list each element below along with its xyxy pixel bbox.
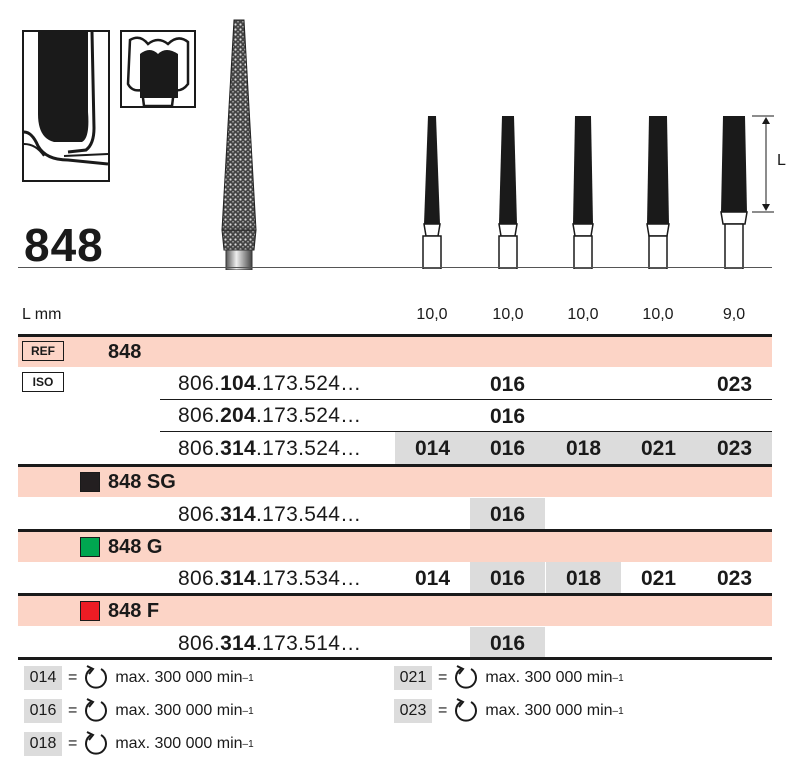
order-number: 806.314.173.514…	[178, 632, 362, 655]
length-dimension-label: L	[777, 152, 786, 169]
length-value: 10,0	[642, 306, 674, 323]
speed-legend-text: max. 300 000 min	[115, 669, 243, 686]
speed-legend-exponent: –1	[612, 705, 624, 717]
order-number: 806.314.173.524…	[178, 437, 362, 460]
rotation-icon	[85, 731, 108, 755]
table-rule	[18, 657, 772, 660]
iso-size-cell: 014	[414, 567, 451, 590]
variant-label: 848 SG	[108, 471, 176, 493]
iso-size-cell: 016	[470, 498, 545, 530]
rotation-icon	[85, 665, 108, 689]
rotation-icon	[455, 665, 478, 689]
speed-legend-code: 021	[394, 666, 432, 690]
ref-label: 848	[108, 341, 142, 363]
iso-badge: ISO	[22, 372, 64, 392]
row-divider	[160, 399, 772, 400]
variant-band	[18, 467, 772, 497]
variant-color-swatch	[80, 601, 100, 621]
iso-size-cell: 023	[716, 437, 753, 460]
tooth-pictogram	[120, 30, 196, 108]
length-value: 10,0	[492, 306, 524, 323]
equals-sign: =	[438, 669, 448, 686]
ref-badge: REF	[22, 341, 64, 361]
table-rule	[18, 529, 772, 532]
speed-legend-exponent: –1	[242, 738, 254, 750]
ref-band	[18, 337, 772, 367]
model-number: 848	[24, 219, 104, 271]
table-rule	[18, 593, 772, 596]
bur-silhouette-018	[572, 116, 594, 269]
speed-legend-item: 014 = max. 300 000 min–1	[24, 665, 254, 690]
speed-legend-text: max. 300 000 min	[485, 669, 613, 686]
bur-silhouette-014	[422, 116, 442, 269]
iso-size-cell: 016	[470, 627, 545, 659]
variant-band	[18, 596, 772, 626]
iso-size-cell: 016	[489, 373, 526, 396]
diamond-bur-illustration	[221, 19, 257, 270]
equals-sign: =	[68, 735, 78, 752]
iso-size-cell: 016	[489, 437, 526, 460]
table-rule	[18, 464, 772, 467]
order-number: 806.104.173.524…	[178, 372, 362, 395]
speed-legend-item: 021 = max. 300 000 min–1	[394, 665, 624, 690]
order-number: 806.314.173.534…	[178, 567, 362, 590]
equals-sign: =	[68, 669, 78, 686]
rotation-icon	[455, 698, 478, 722]
variant-color-swatch	[80, 537, 100, 557]
equals-sign: =	[438, 702, 448, 719]
length-value: 10,0	[567, 306, 599, 323]
speed-legend-text: max. 300 000 min	[115, 735, 243, 752]
illustration-baseline	[18, 267, 772, 268]
iso-size-cell: 018	[565, 437, 602, 460]
variant-label: 848 F	[108, 600, 160, 622]
speed-legend-item: 018 = max. 300 000 min–1	[24, 731, 254, 756]
variant-band	[18, 532, 772, 562]
length-value: 10,0	[416, 306, 448, 323]
variant-label: 848 G	[108, 536, 163, 558]
speed-legend-text: max. 300 000 min	[115, 702, 243, 719]
speed-legend-exponent: –1	[242, 672, 254, 684]
length-dimension-marker	[752, 115, 774, 213]
row-shading	[395, 432, 772, 464]
speed-legend-code: 023	[394, 699, 432, 723]
speed-legend-item: 016 = max. 300 000 min–1	[24, 698, 254, 723]
speed-legend-item: 023 = max. 300 000 min–1	[394, 698, 624, 723]
speed-legend-exponent: –1	[242, 705, 254, 717]
speed-legend-code: 016	[24, 699, 62, 723]
variant-color-swatch	[80, 472, 100, 492]
iso-size-cell: 016	[470, 562, 545, 594]
tooth-crown-icon	[126, 36, 190, 108]
iso-size-cell: 021	[640, 437, 677, 460]
bur-silhouette-023	[720, 116, 748, 269]
cavity-cross-section-icon	[23, 31, 109, 166]
iso-size-cell: 016	[489, 405, 526, 428]
iso-size-cell: 023	[716, 373, 753, 396]
speed-legend-code: 018	[24, 732, 62, 756]
bur-silhouette-016	[498, 116, 518, 269]
cavity-pictogram	[22, 30, 110, 182]
order-number: 806.314.173.544…	[178, 503, 362, 526]
length-unit-label: L mm	[22, 306, 62, 323]
speed-legend-text: max. 300 000 min	[485, 702, 613, 719]
speed-legend-exponent: –1	[612, 672, 624, 684]
table-rule	[18, 334, 772, 337]
iso-size-cell: 014	[414, 437, 451, 460]
order-number: 806.204.173.524…	[178, 404, 362, 427]
iso-size-cell: 018	[546, 562, 621, 594]
length-value: 9,0	[722, 306, 746, 323]
equals-sign: =	[68, 702, 78, 719]
row-divider	[160, 431, 772, 432]
iso-size-cell: 023	[716, 567, 753, 590]
speed-legend-code: 014	[24, 666, 62, 690]
iso-size-cell: 021	[640, 567, 677, 590]
rotation-icon	[85, 698, 108, 722]
bur-silhouette-021	[646, 116, 670, 269]
